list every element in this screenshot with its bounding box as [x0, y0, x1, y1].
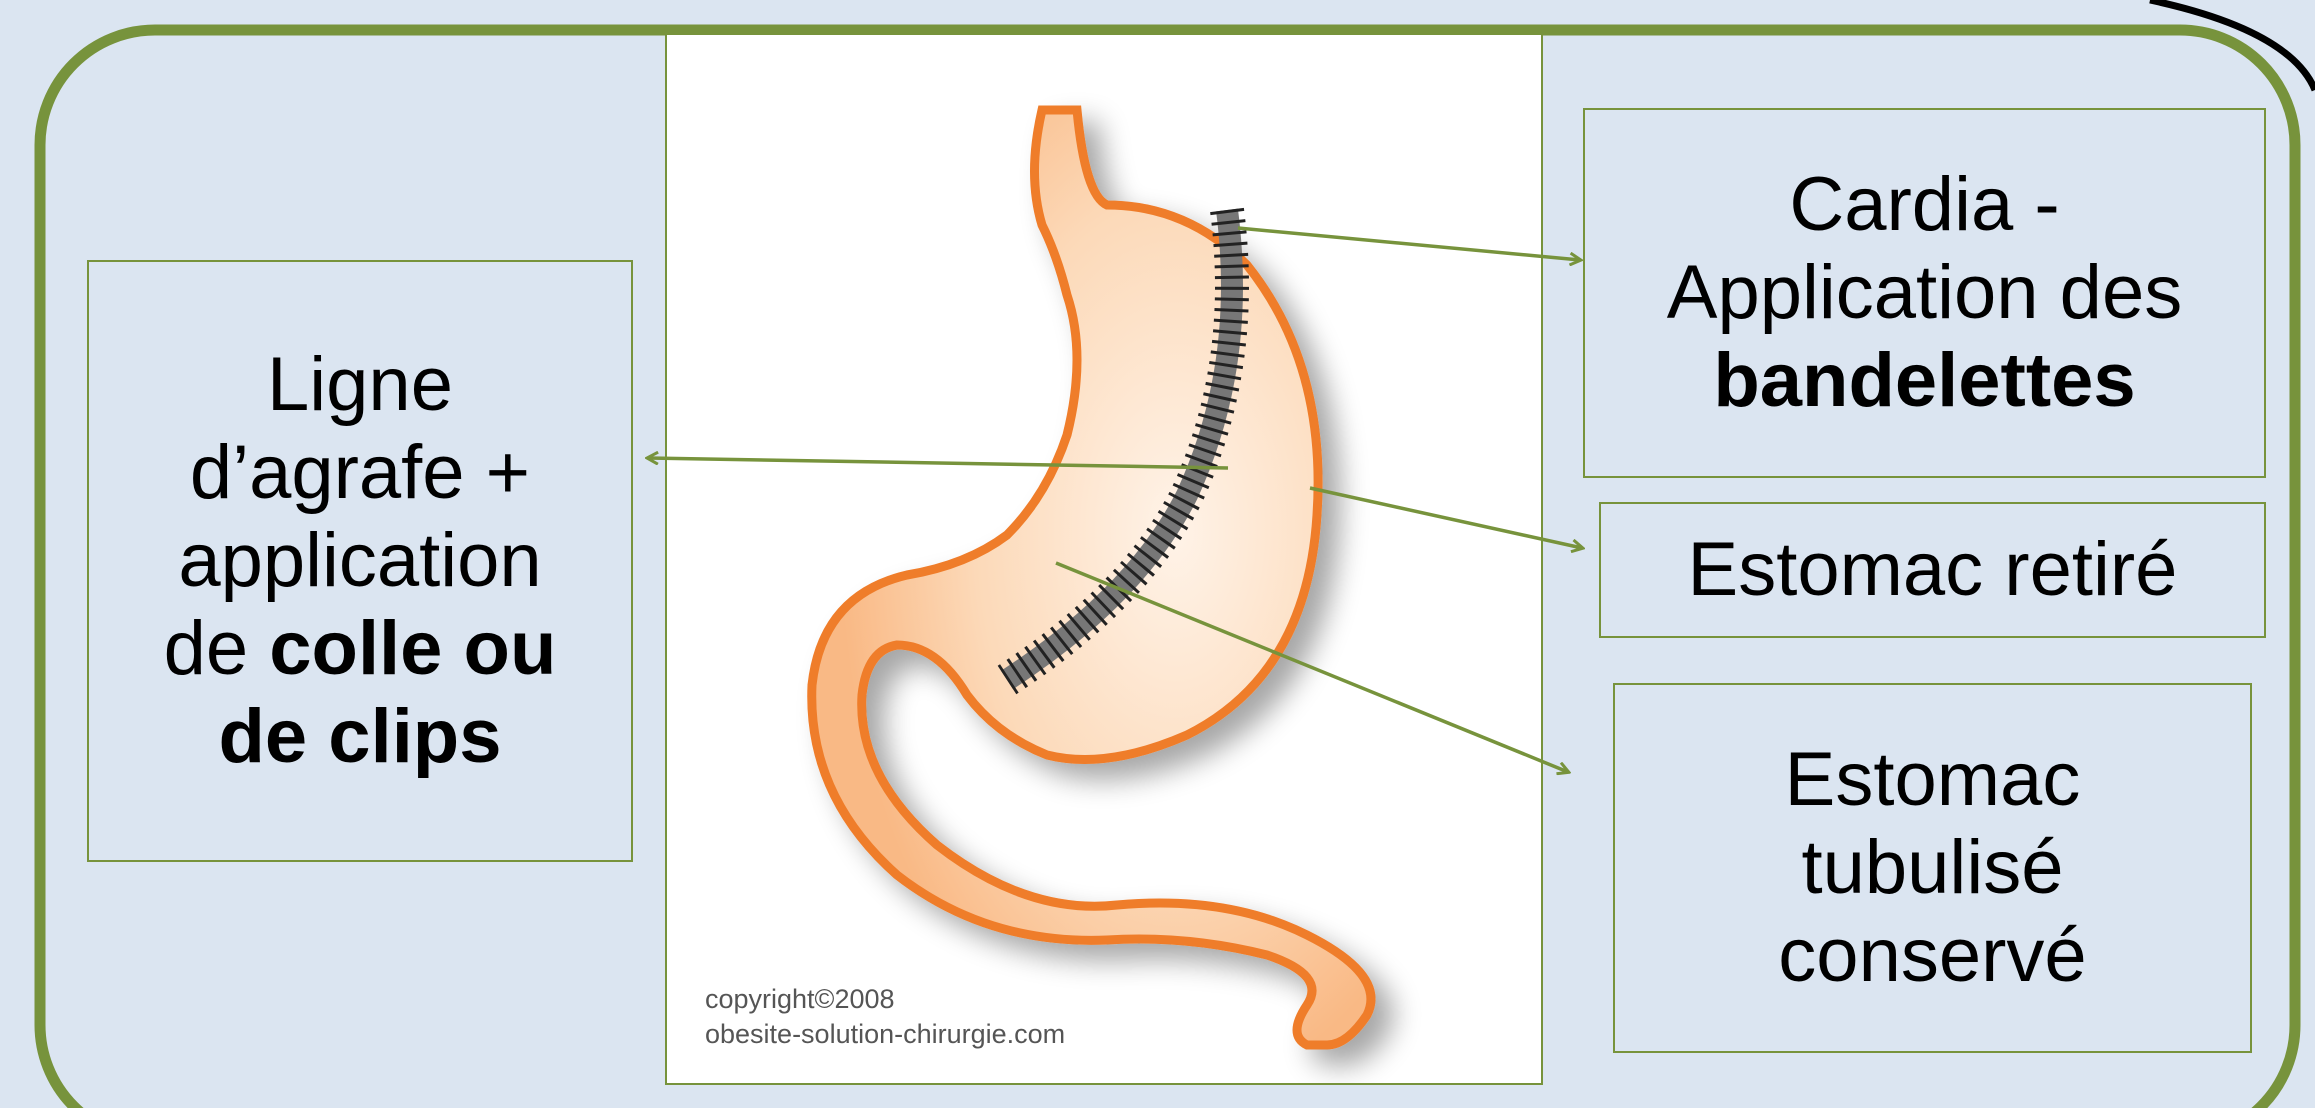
label-estomac-tubulise: Estomac tubulisé conservé: [1613, 683, 2252, 1053]
label-text-bold: colle ou: [269, 606, 556, 691]
label-text: de colle ou: [164, 605, 557, 693]
label-cardia: Cardia - Application des bandelettes: [1583, 108, 2266, 478]
stomach-illustration-panel: [665, 33, 1543, 1085]
label-text: Application des: [1667, 249, 2182, 337]
label-text: application: [178, 517, 541, 605]
copyright-text: copyright©2008 obesite-solution-chirurgi…: [705, 982, 1065, 1052]
label-text: Ligne: [267, 341, 453, 429]
copyright-line2: obesite-solution-chirurgie.com: [705, 1017, 1065, 1052]
label-text-plain: de: [164, 606, 270, 691]
stomach-illustration: [667, 35, 1541, 1083]
label-text: d’agrafe +: [190, 429, 530, 517]
label-text: conservé: [1778, 912, 2086, 1000]
label-text-bold: bandelettes: [1713, 338, 2135, 423]
label-text: bandelettes: [1713, 337, 2135, 425]
label-staple-line: Ligne d’agrafe + application de colle ou…: [87, 260, 633, 862]
label-text: Estomac retiré: [1688, 526, 2178, 614]
stomach-shape: [812, 110, 1371, 1045]
label-estomac-retire: Estomac retiré: [1599, 502, 2266, 638]
label-text: Cardia -: [1789, 161, 2059, 249]
label-text: de clips: [219, 693, 502, 781]
label-text: Estomac: [1785, 736, 2081, 824]
label-text-bold: de clips: [219, 694, 502, 779]
label-text: tubulisé: [1802, 824, 2064, 912]
copyright-line1: copyright©2008: [705, 982, 1065, 1017]
